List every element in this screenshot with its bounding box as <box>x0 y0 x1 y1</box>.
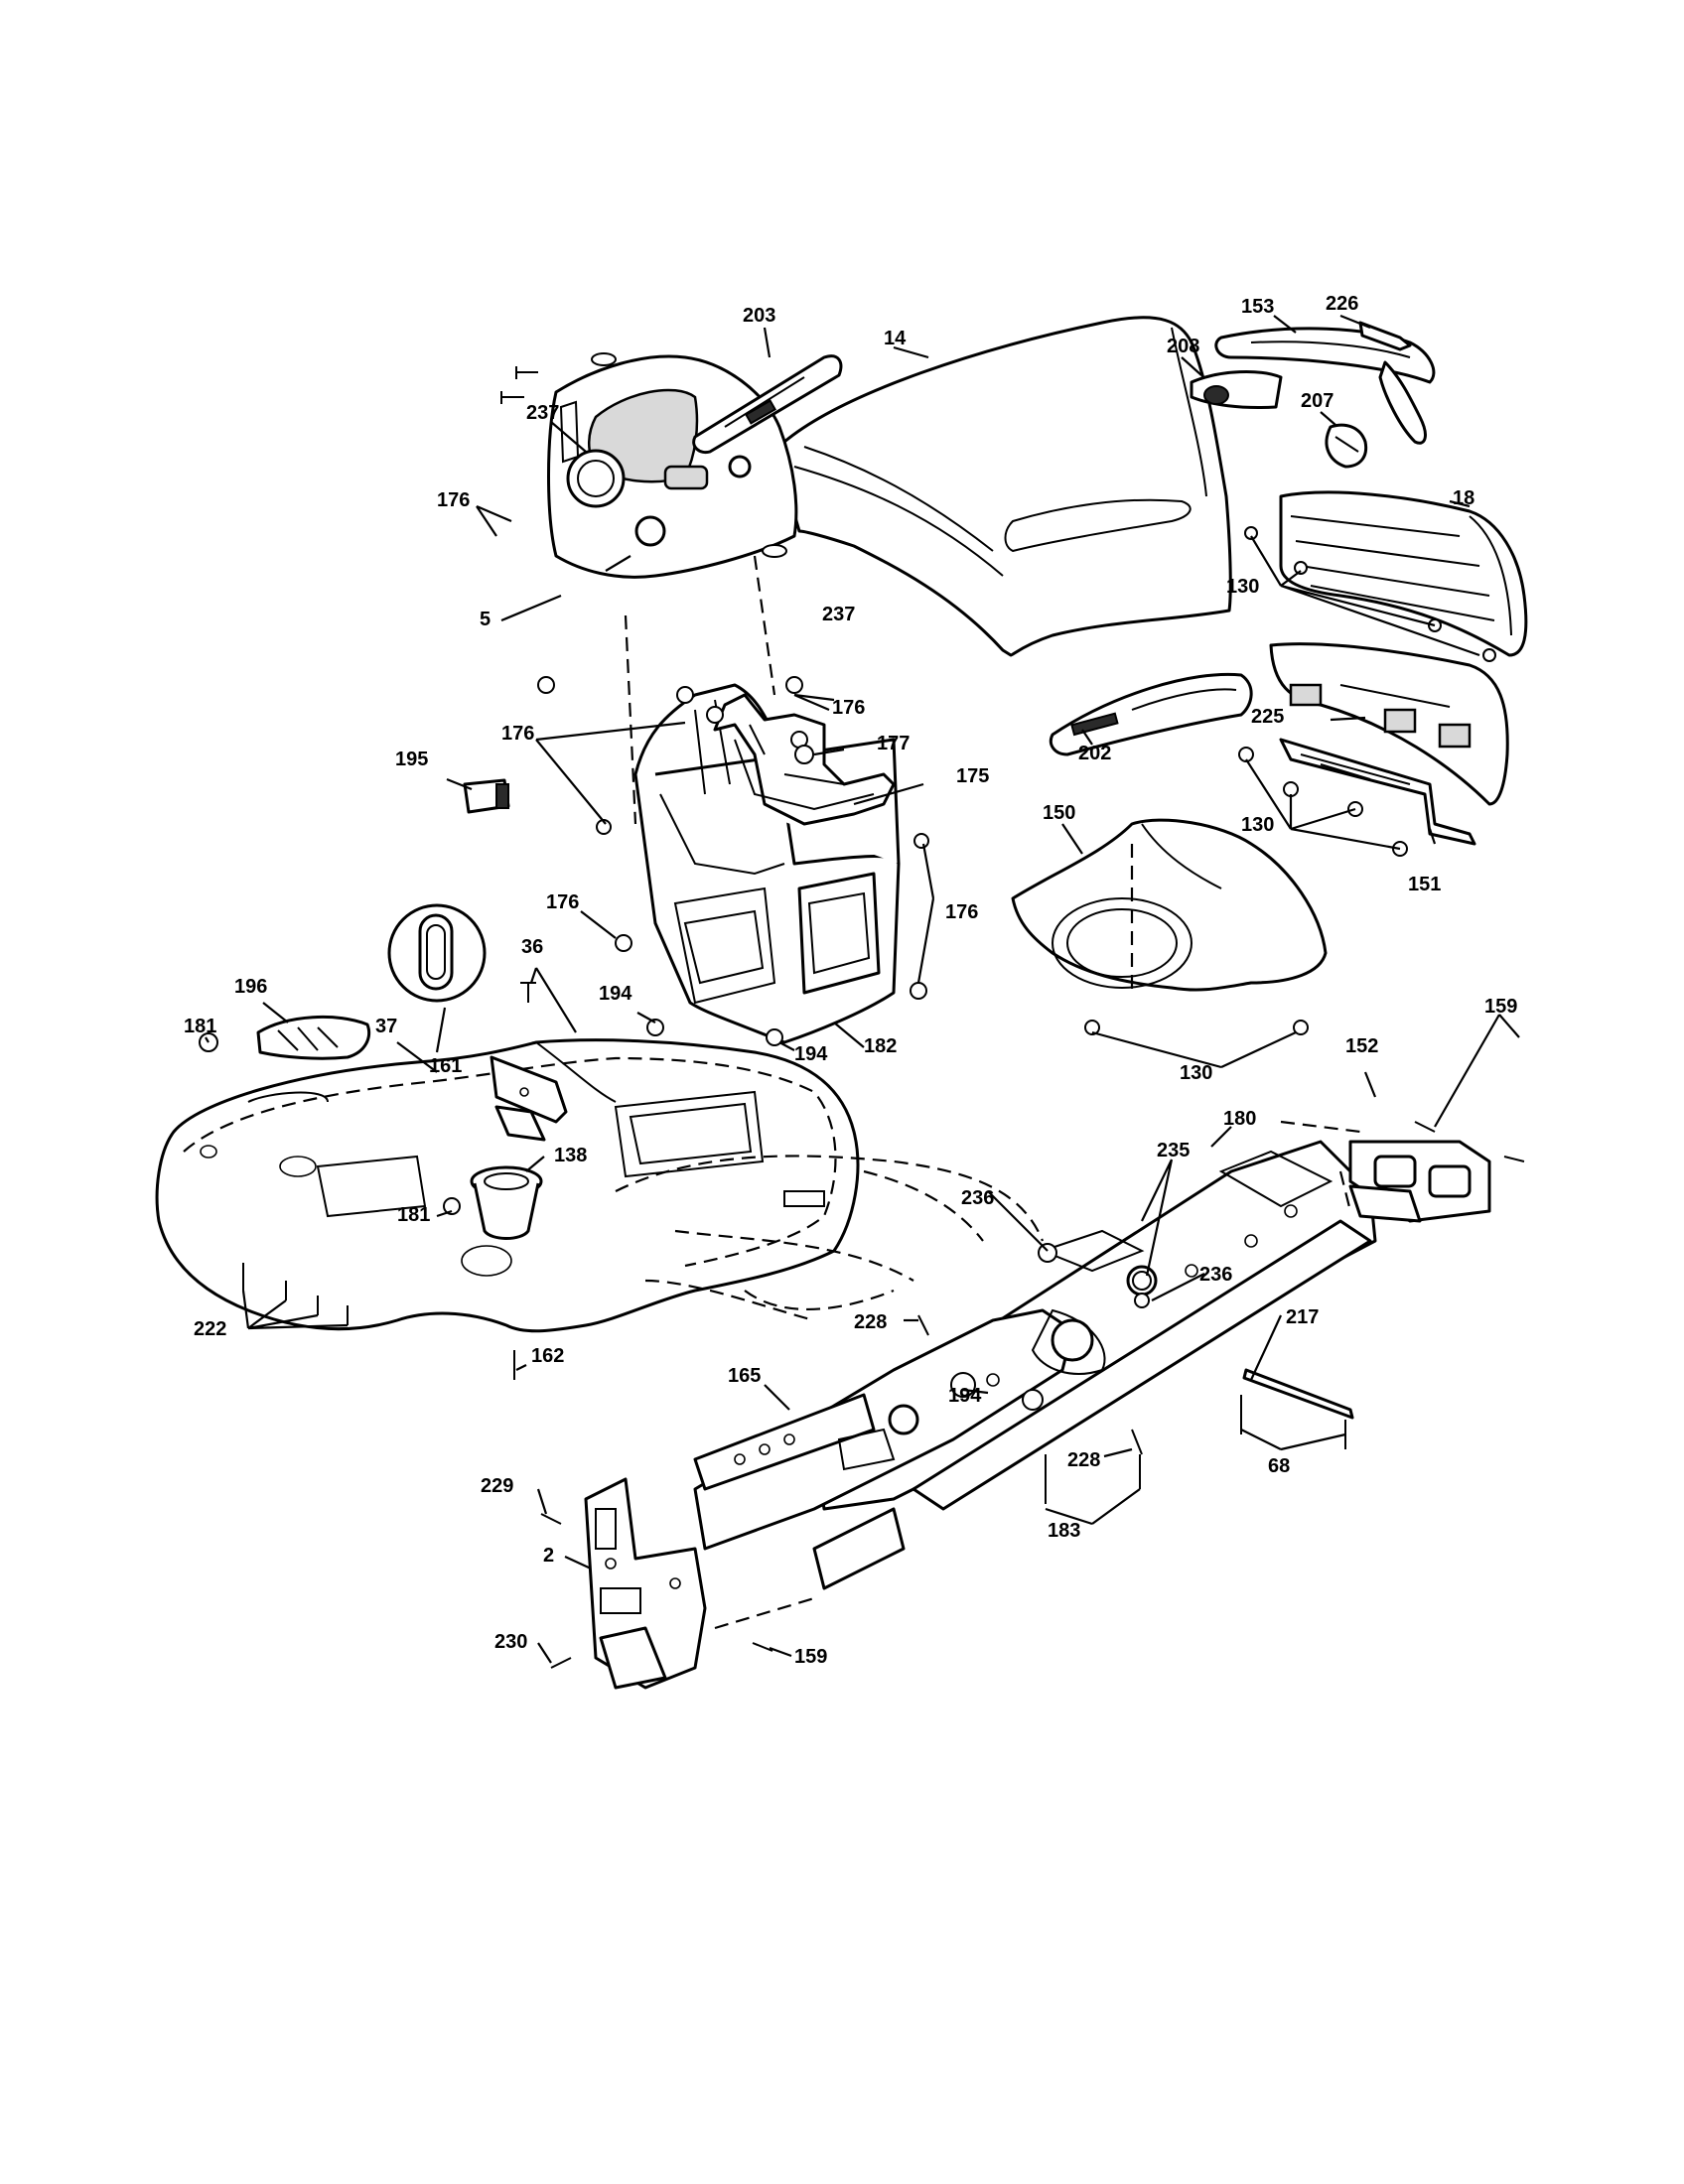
callout-228: 228 <box>854 1311 887 1333</box>
headlight-part-207 <box>1325 423 1368 469</box>
leader-lines <box>205 314 1520 1664</box>
callout-138: 138 <box>554 1145 587 1166</box>
callout-237: 237 <box>822 604 855 625</box>
callout-159: 159 <box>794 1646 827 1668</box>
bumper-part-225 <box>1269 642 1509 806</box>
callout-229: 229 <box>481 1475 513 1497</box>
callout-183: 183 <box>1048 1520 1080 1542</box>
callout-165: 165 <box>728 1365 761 1387</box>
callout-14: 14 <box>884 328 907 349</box>
assembly-dash-lines <box>615 555 1361 1630</box>
callout-18: 18 <box>1453 487 1474 509</box>
rod-part-217 <box>1242 1368 1354 1420</box>
callout-236: 236 <box>1199 1264 1232 1286</box>
callout-2: 2 <box>543 1545 554 1567</box>
callout-194: 194 <box>948 1385 982 1407</box>
callout-130: 130 <box>1226 576 1259 598</box>
callout-159: 159 <box>1484 996 1517 1018</box>
callout-203: 203 <box>743 305 775 327</box>
callout-208: 208 <box>1167 336 1199 357</box>
callout-194: 194 <box>794 1043 828 1065</box>
emblem-part-226 <box>1358 321 1412 351</box>
grille-part-18 <box>1279 490 1528 657</box>
callout-176: 176 <box>437 489 470 511</box>
trim-part-203 <box>692 354 843 455</box>
callout-207: 207 <box>1301 390 1333 412</box>
callout-181: 181 <box>184 1016 216 1037</box>
callout-labels: 153 226 203 14 208 207 237 18 176 130 5 … <box>184 293 1517 1668</box>
callout-161: 161 <box>429 1055 462 1077</box>
cover-part-195 <box>463 778 510 814</box>
fasteners <box>199 352 1525 1669</box>
callout-226: 226 <box>1326 293 1358 315</box>
callout-5: 5 <box>480 609 491 630</box>
callout-202: 202 <box>1078 743 1111 764</box>
callout-237: 237 <box>526 402 559 424</box>
callout-68: 68 <box>1268 1455 1290 1477</box>
seat-boot-part-138 <box>470 1165 543 1240</box>
engine-mount-part-150 <box>1011 818 1328 992</box>
cover-part-196 <box>256 1016 371 1060</box>
clip-part-161 <box>494 1105 546 1142</box>
bracket-part-152 <box>1348 1140 1491 1223</box>
callout-176: 176 <box>501 723 534 745</box>
callout-236: 236 <box>961 1187 994 1209</box>
callout-235: 235 <box>1157 1140 1190 1161</box>
callout-152: 152 <box>1345 1035 1378 1057</box>
bracket-part-151 <box>1279 738 1476 846</box>
headlight-part-208 <box>1190 370 1283 409</box>
bracket-part-36 <box>490 1055 568 1124</box>
front-bracket-part-2 <box>584 1477 707 1690</box>
callout-36: 36 <box>521 936 543 958</box>
callout-230: 230 <box>494 1631 527 1653</box>
grommet-inset-part-161 <box>387 903 487 1003</box>
callout-222: 222 <box>194 1318 226 1340</box>
callout-150: 150 <box>1043 802 1075 824</box>
callout-180: 180 <box>1223 1108 1256 1130</box>
callout-153: 153 <box>1241 296 1274 318</box>
dash-panel-part-5 <box>547 354 798 579</box>
callout-177: 177 <box>877 733 910 754</box>
callout-194: 194 <box>599 983 632 1005</box>
callout-130: 130 <box>1180 1062 1212 1084</box>
callout-130: 130 <box>1241 814 1274 836</box>
callout-176: 176 <box>832 697 865 719</box>
callout-162: 162 <box>531 1345 564 1367</box>
hood-part-14 <box>781 316 1232 657</box>
callout-182: 182 <box>864 1035 897 1057</box>
callout-217: 217 <box>1286 1306 1319 1328</box>
callout-195: 195 <box>395 749 428 770</box>
callout-37: 37 <box>375 1016 397 1037</box>
callout-175: 175 <box>956 765 989 787</box>
callout-176: 176 <box>945 901 978 923</box>
callout-225: 225 <box>1251 706 1284 728</box>
callout-181: 181 <box>397 1204 430 1226</box>
callout-196: 196 <box>234 976 267 998</box>
plate-part-165 <box>693 1393 896 1491</box>
callout-228: 228 <box>1067 1449 1100 1471</box>
callout-151: 151 <box>1408 874 1441 895</box>
callout-176: 176 <box>546 891 579 913</box>
